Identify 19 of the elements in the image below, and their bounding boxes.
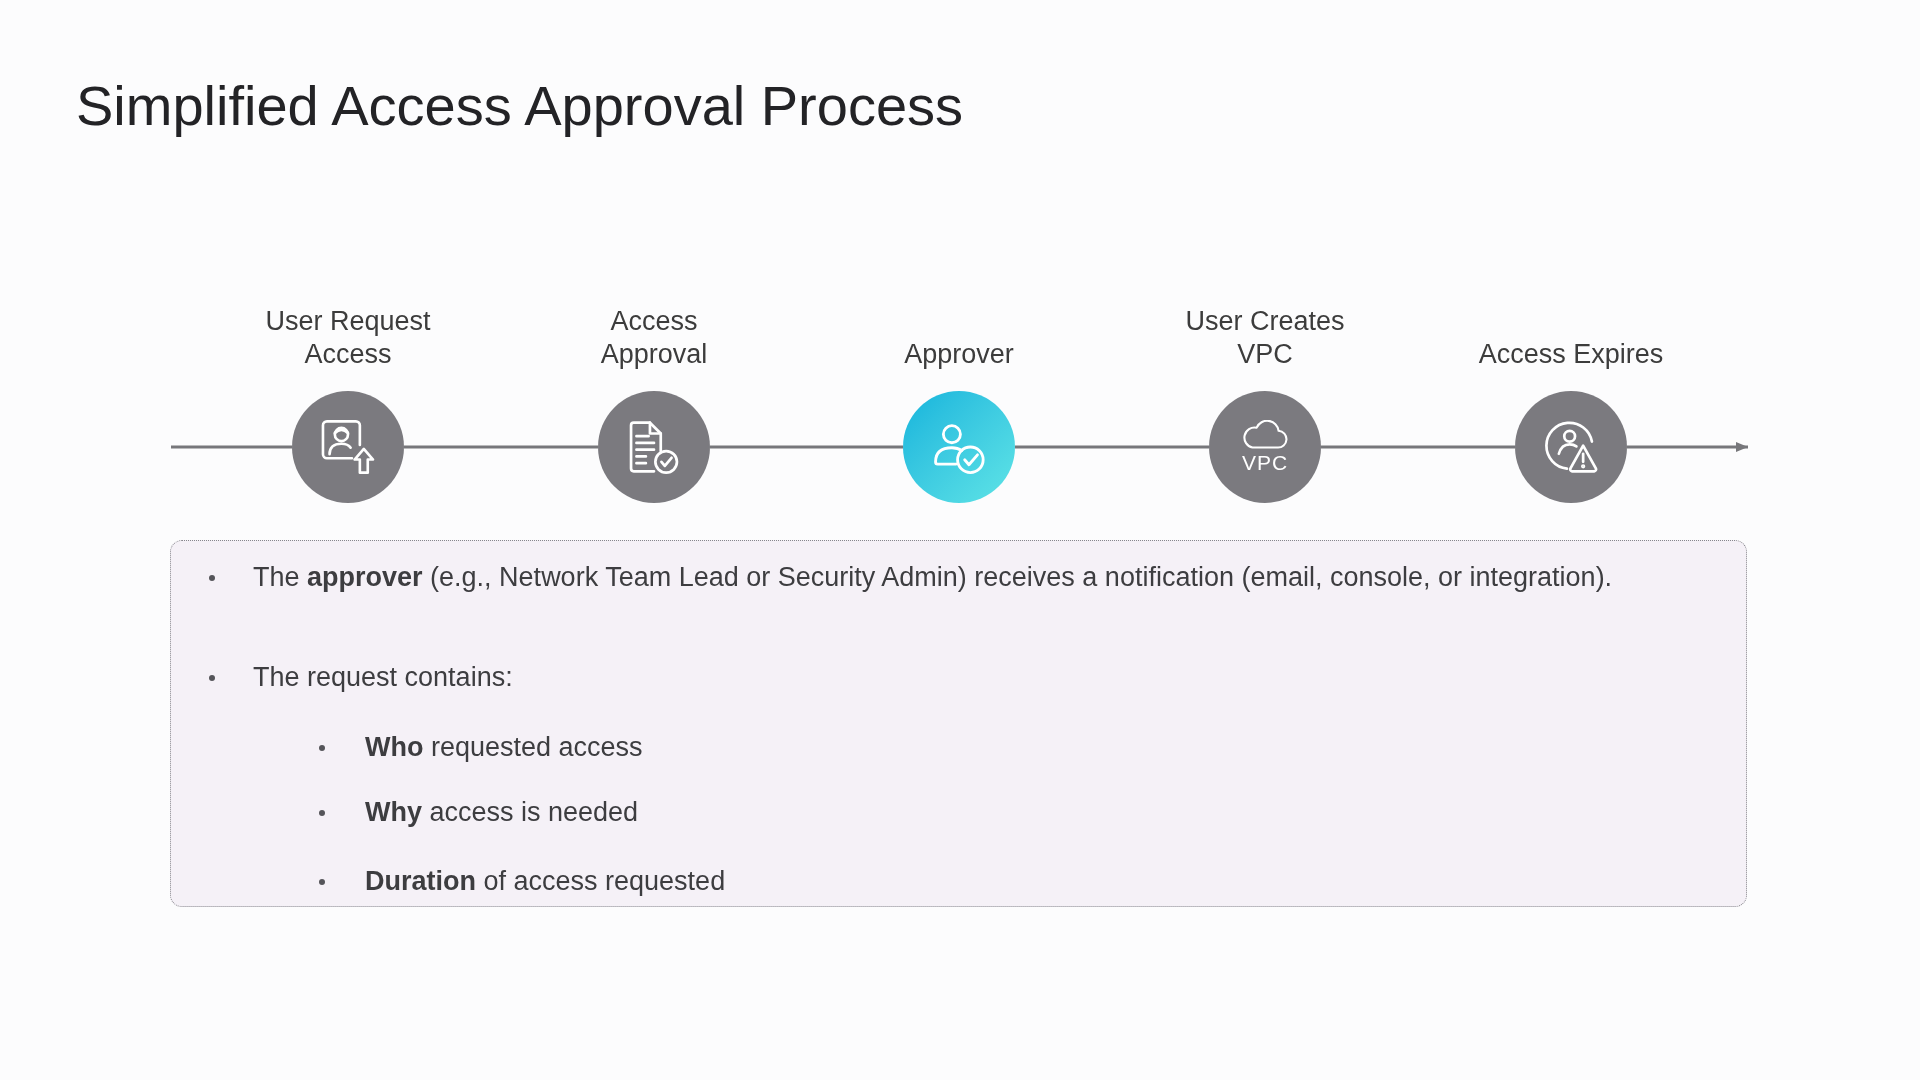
title: Simplified Access Approval Process [76, 73, 964, 139]
step-label: User Creates VPC [1184, 305, 1346, 371]
icon-caption: VPC [1241, 452, 1289, 474]
connector-line [1321, 445, 1515, 449]
step-label: User Request Access [264, 305, 432, 371]
step-label: Access Expires [1477, 338, 1665, 371]
bullet-text: The request contains: [253, 661, 514, 694]
info-panel [170, 540, 1747, 907]
bullet-text: The approver (e.g., Network Team Lead or Security Admin) receives a notification (email, console, or integration). [253, 561, 1614, 594]
connector-line [1015, 445, 1209, 449]
bullet-text: Duration of access requested [365, 865, 727, 898]
step-label: Access Approval [599, 305, 709, 371]
bullet-text: Who requested access [365, 731, 644, 764]
connector-line [710, 445, 903, 449]
connector-line [404, 445, 598, 449]
arrow [1627, 442, 1748, 452]
bullet-text: Why access is needed [365, 796, 640, 829]
step-label: Approver [903, 338, 1015, 371]
connector-line [171, 445, 292, 449]
